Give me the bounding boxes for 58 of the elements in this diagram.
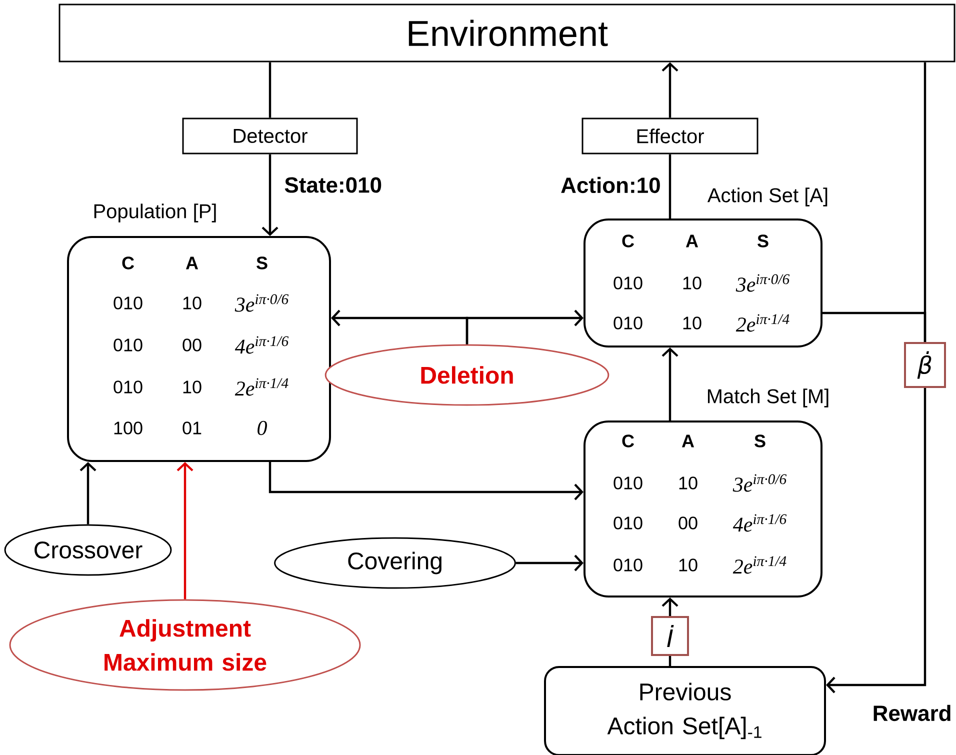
set-heading: Population [P]: [94, 204, 216, 222]
column-header: C: [122, 256, 134, 270]
detector-box: Detector: [182, 118, 358, 154]
symbol-box: β̇: [904, 342, 946, 388]
table-cell: 010: [614, 316, 642, 330]
arrow: [662, 598, 678, 616]
table-cell: 10: [183, 296, 202, 310]
table-cell: 2e$^{iπ·1/4}$: [234, 378, 288, 396]
table-cell: 010: [114, 296, 142, 310]
arrow: [516, 554, 584, 572]
column-header: S: [754, 434, 766, 448]
table-cell: 3e$^{iπ·0/6}$: [732, 474, 787, 492]
table-cell: 010: [114, 380, 142, 394]
table-cell: 010: [614, 516, 642, 530]
table-cell: 10: [679, 476, 698, 490]
arrow: [176, 462, 194, 600]
table-cell: 10: [183, 380, 202, 394]
arrow: [80, 462, 96, 524]
table-cell: 010: [614, 276, 642, 290]
table-cell: 3e$^{iπ·0/6}$: [736, 274, 790, 292]
process-box: Previous Action Set[A]$_{-1}$: [544, 666, 826, 755]
table-cell: 2e$^{iπ·1/4}$: [736, 314, 790, 332]
table-cell: 0: [258, 420, 267, 436]
table-cell: 4e$^{iπ·1/6}$: [234, 336, 289, 354]
arrow: [662, 348, 678, 420]
column-header: A: [682, 434, 694, 448]
column-header: S: [758, 234, 768, 248]
table-cell: 00: [678, 516, 698, 530]
set-heading: Action Set [A]: [707, 188, 828, 206]
table-cell: 4e$^{iπ·1/6}$: [732, 514, 787, 532]
table-cell: 10: [683, 276, 702, 290]
table-cell: 010: [114, 338, 142, 352]
effector-box: Effector: [582, 118, 758, 154]
table-cell: 01: [182, 422, 202, 434]
arrow: [262, 154, 278, 236]
table-cell: 010: [614, 476, 642, 490]
arrow: [268, 462, 584, 500]
column-header: C: [622, 434, 634, 448]
table-cell: 10: [683, 316, 702, 330]
table-cell: 2e$^{iπ·1/4}$: [732, 556, 786, 574]
column-header: C: [622, 234, 634, 248]
arrow: [662, 62, 678, 118]
table-cell: 010: [614, 558, 642, 572]
arrow: [826, 388, 926, 694]
table-cell: 3e$^{iπ·0/6}$: [234, 294, 289, 312]
table-cell: 100: [114, 422, 142, 434]
column-header: S: [256, 256, 268, 270]
arrow: [466, 310, 584, 344]
symbol-box: İ: [651, 616, 689, 656]
column-header: A: [686, 234, 698, 248]
table-cell: 10: [679, 558, 698, 572]
edge-label: Reward: [871, 704, 953, 722]
edge-label: State:010: [283, 176, 384, 194]
column-header: A: [186, 256, 198, 270]
edge-label: Action:10: [560, 176, 662, 194]
table-cell: 00: [182, 338, 202, 352]
set-heading: Match Set [M]: [708, 388, 828, 408]
environment-box: Environment: [58, 4, 956, 62]
